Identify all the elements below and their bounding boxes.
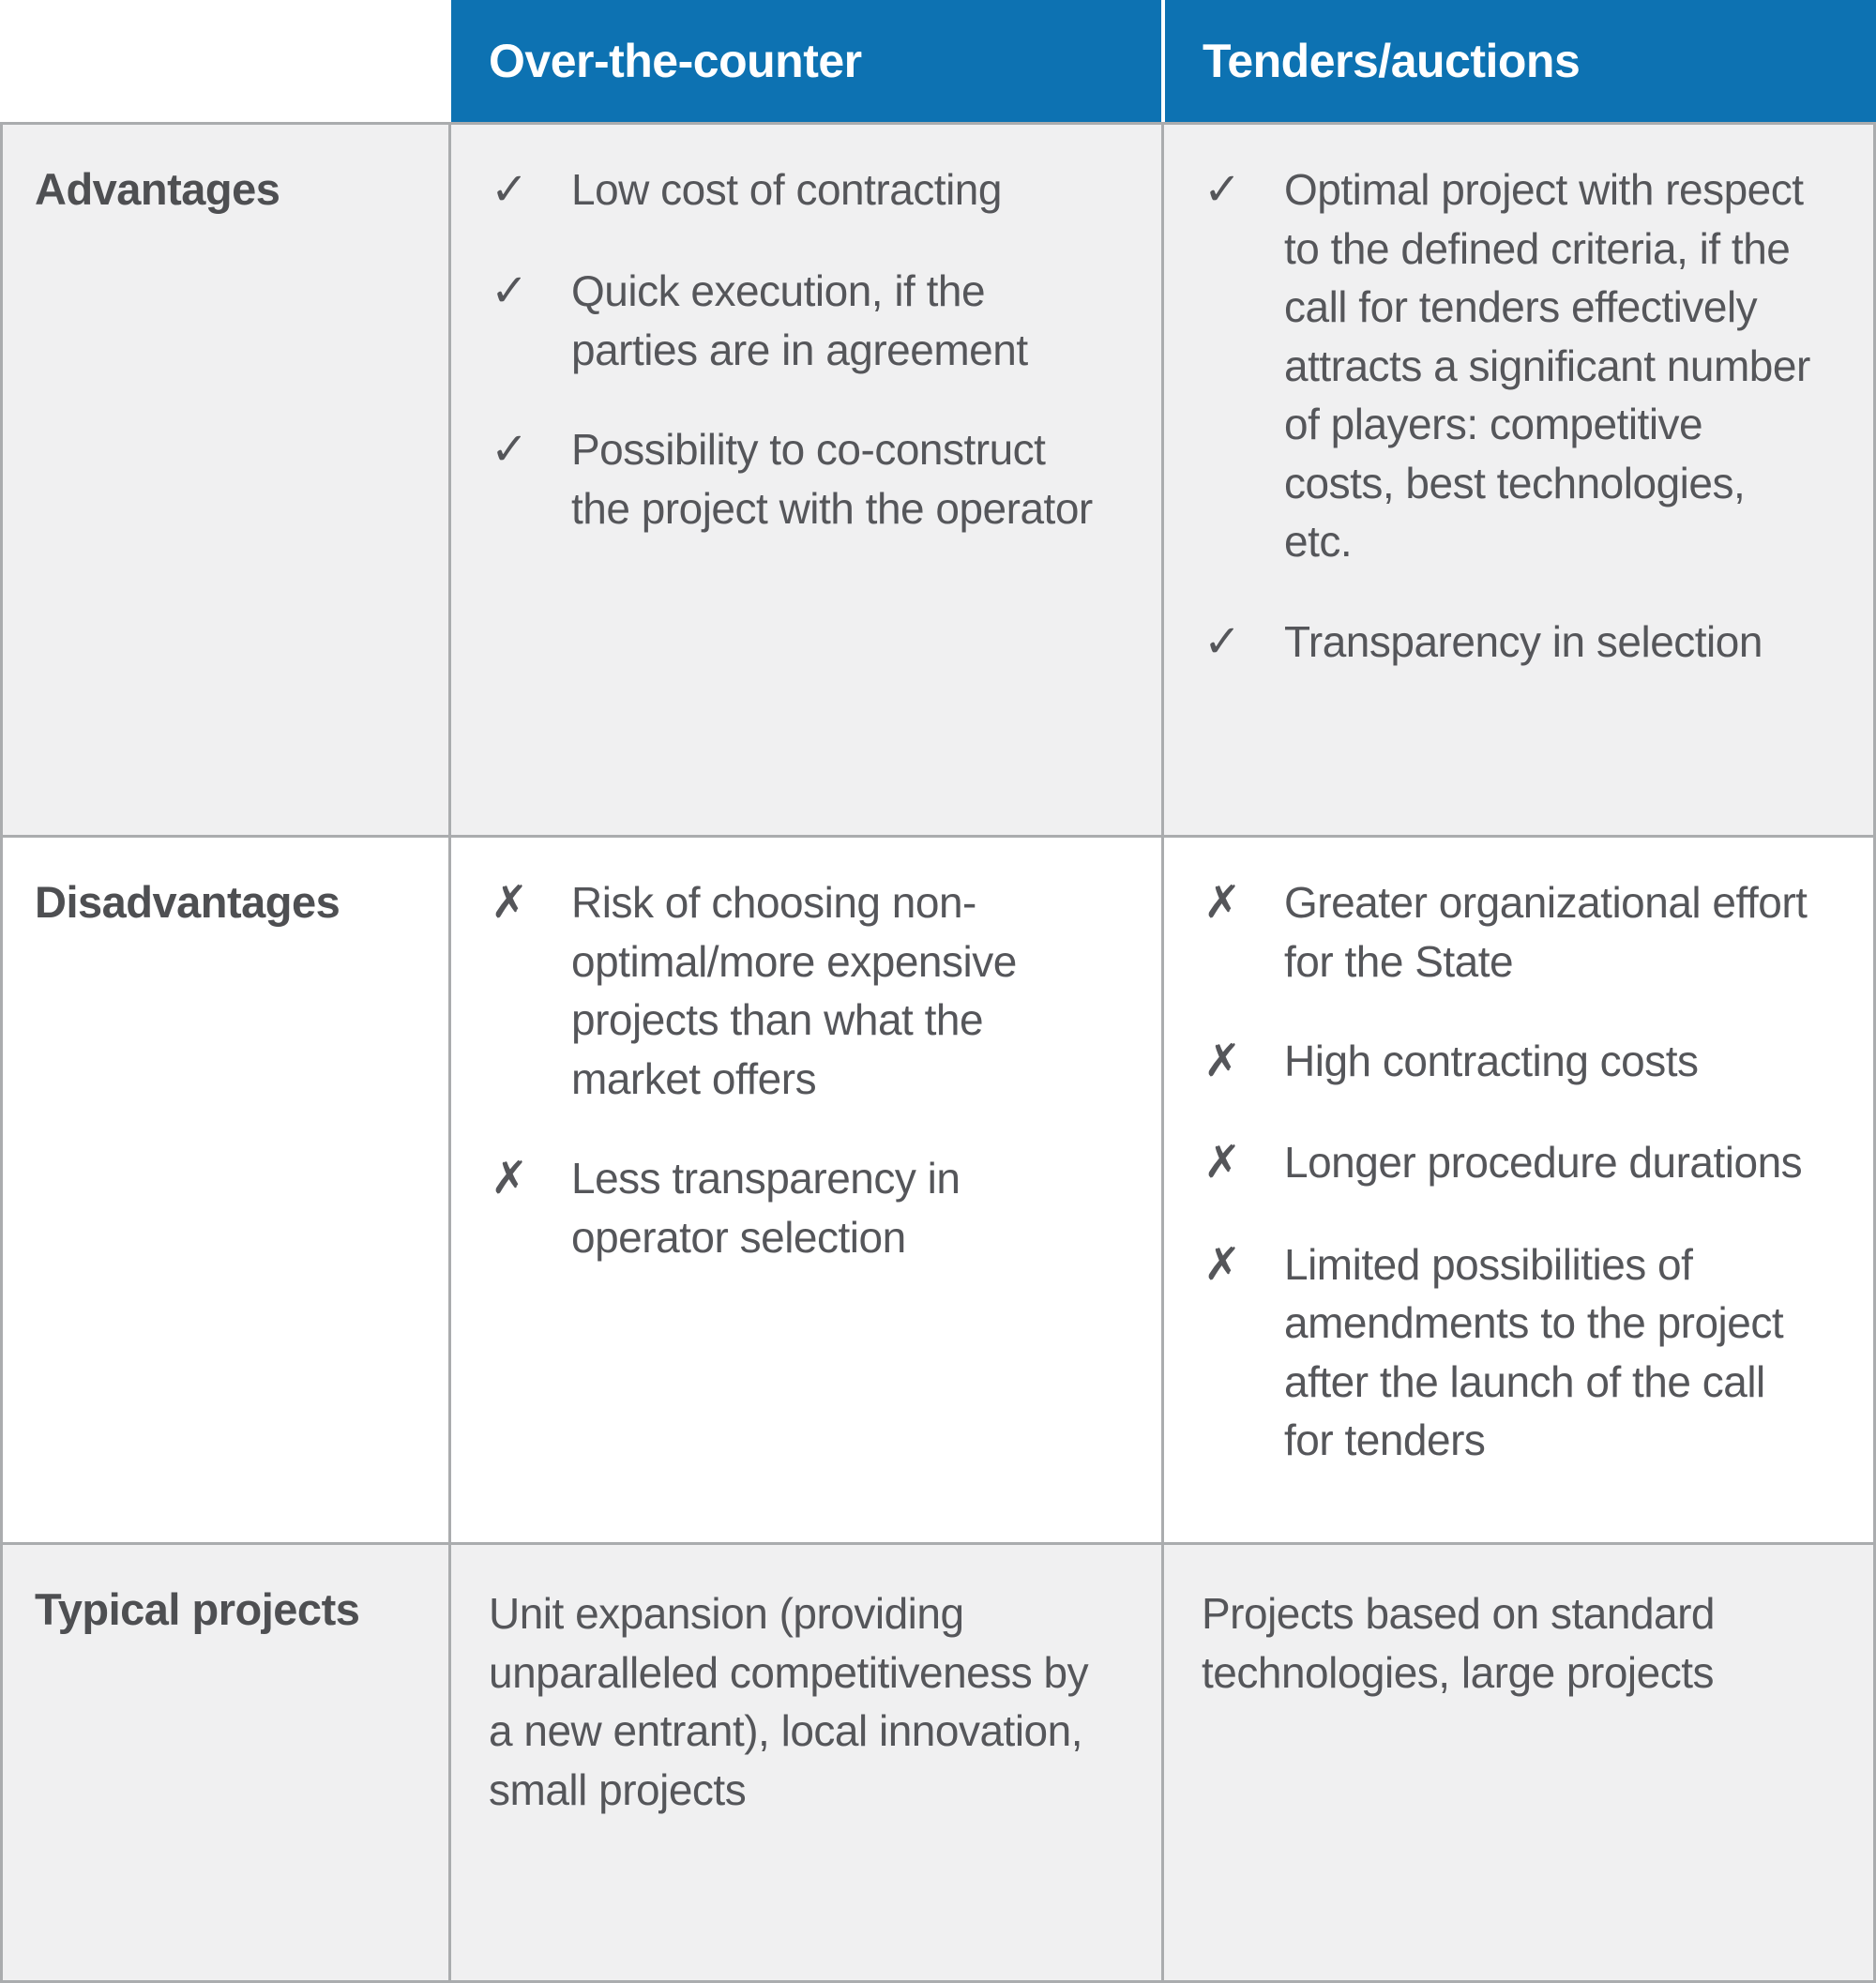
list-item: ✗ Greater organizational effort for the … — [1164, 873, 1845, 991]
cell-typical-projects-otc: Unit expansion (providing unparalleled c… — [451, 1545, 1161, 1980]
list-item: ✗ Less transparency in operator selectio… — [451, 1149, 1133, 1266]
column-header-label: Tenders/auctions — [1203, 35, 1581, 87]
column-header-over-the-counter: Over-the-counter — [451, 0, 1161, 122]
list-item-text: Limited possibilities of amendments to t… — [1284, 1239, 1784, 1465]
cross-icon: ✗ — [1203, 1239, 1242, 1290]
check-icon: ✓ — [1203, 165, 1242, 215]
cross-icon: ✗ — [491, 1154, 529, 1204]
header-column-divider — [1161, 0, 1165, 122]
check-icon: ✓ — [491, 165, 529, 215]
row-label-text: Typical projects — [35, 1584, 360, 1634]
disadvantages-otc-list: ✗ Risk of choosing non-optimal/more expe… — [451, 873, 1133, 1266]
cell-disadvantages-otc: ✗ Risk of choosing non-optimal/more expe… — [451, 838, 1161, 1542]
row-label-advantages: Advantages — [3, 125, 448, 835]
list-item: ✓ Quick execution, if the parties are in… — [451, 262, 1133, 379]
list-item-text: Risk of choosing non-optimal/more expens… — [571, 878, 1017, 1103]
list-item: ✓ Low cost of contracting — [451, 160, 1133, 220]
list-item-text: Less transparency in operator selection — [571, 1154, 961, 1262]
cell-advantages-tenders: ✓ Optimal project with respect to the de… — [1164, 125, 1873, 835]
column-header-label: Over-the-counter — [489, 35, 862, 87]
column-header-tenders-auctions: Tenders/auctions — [1165, 0, 1876, 122]
row-label-text: Disadvantages — [35, 877, 340, 927]
list-item: ✗ Risk of choosing non-optimal/more expe… — [451, 873, 1133, 1108]
list-item-text: Longer procedure durations — [1284, 1138, 1803, 1188]
cross-icon: ✗ — [1203, 1037, 1242, 1087]
table-header-row: Over-the-counter Tenders/auctions — [0, 0, 1876, 122]
list-item: ✗ High contracting costs — [1164, 1032, 1845, 1092]
row-label-disadvantages: Disadvantages — [3, 838, 448, 1542]
list-item: ✓ Possibility to co-construct the projec… — [451, 420, 1133, 537]
row-label-typical-projects: Typical projects — [3, 1545, 448, 1980]
list-item: ✗ Limited possibilities of amendments to… — [1164, 1235, 1845, 1470]
cross-icon: ✗ — [1203, 1138, 1242, 1188]
list-item-text: Transparency in selection — [1284, 616, 1763, 666]
cell-disadvantages-tenders: ✗ Greater organizational effort for the … — [1164, 838, 1873, 1542]
advantages-otc-list: ✓ Low cost of contracting ✓ Quick execut… — [451, 160, 1133, 538]
cell-advantages-otc: ✓ Low cost of contracting ✓ Quick execut… — [451, 125, 1161, 835]
header-empty-corner — [0, 0, 451, 122]
list-item-text: Optimal project with respect to the defi… — [1284, 165, 1810, 567]
cross-icon: ✗ — [491, 878, 529, 928]
list-item: ✓ Transparency in selection — [1164, 613, 1845, 673]
list-item-text: Low cost of contracting — [571, 165, 1002, 214]
row-label-text: Advantages — [35, 164, 280, 214]
list-item-text: Possibility to co-construct the project … — [571, 425, 1093, 533]
list-item: ✓ Optimal project with respect to the de… — [1164, 160, 1845, 571]
cross-icon: ✗ — [1203, 878, 1242, 928]
list-item-text: High contracting costs — [1284, 1037, 1699, 1086]
check-icon: ✓ — [1203, 616, 1242, 667]
list-item-text: Quick execution, if the parties are in a… — [571, 266, 1028, 374]
advantages-tenders-list: ✓ Optimal project with respect to the de… — [1164, 160, 1845, 673]
cell-text: Projects based on standard technologies,… — [1202, 1589, 1716, 1697]
table-body: Advantages ✓ Low cost of contracting ✓ Q… — [0, 122, 1876, 1983]
check-icon: ✓ — [491, 425, 529, 476]
cell-text: Unit expansion (providing unparalleled c… — [489, 1589, 1089, 1814]
list-item-text: Greater organizational effort for the St… — [1284, 878, 1808, 986]
list-item: ✗ Longer procedure durations — [1164, 1133, 1845, 1193]
cell-typical-projects-tenders: Projects based on standard technologies,… — [1164, 1545, 1873, 1980]
check-icon: ✓ — [491, 266, 529, 317]
disadvantages-tenders-list: ✗ Greater organizational effort for the … — [1164, 873, 1845, 1470]
